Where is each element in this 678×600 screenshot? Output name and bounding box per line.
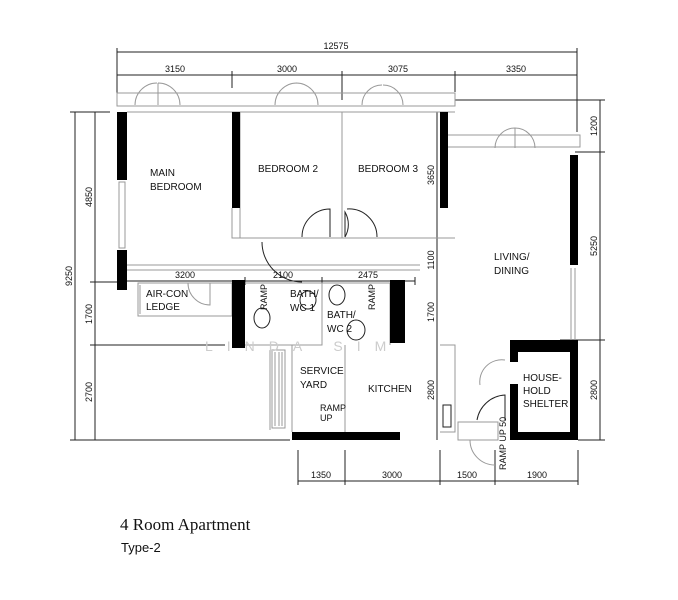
room-bedroom-2: BEDROOM 2 (258, 164, 318, 175)
dim-right: 1200 (589, 116, 599, 136)
dim-left: 2700 (84, 382, 94, 402)
room-aircon-ledge-2: LEDGE (146, 302, 180, 313)
plan-subtitle: Type-2 (121, 540, 161, 555)
dim-right: 2800 (589, 380, 599, 400)
dim-bottom: 1500 (457, 470, 477, 480)
room-aircon-ledge: AIR-CON (146, 289, 188, 300)
dim-bottom: 3000 (382, 470, 402, 480)
ramp-label-bath1: RAMP (259, 284, 269, 310)
door-swings (134, 82, 536, 466)
dim-left: 1700 (84, 304, 94, 324)
dim-left: 4850 (84, 187, 94, 207)
room-bath-1: BATH/ (290, 289, 319, 300)
room-service-yard: SERVICE (300, 366, 344, 377)
dim-top: 3350 (506, 64, 526, 74)
room-bath-1-2: WC 1 (290, 303, 315, 314)
dim-inner: 3650 (426, 165, 436, 185)
room-dining: DINING (494, 266, 529, 277)
dim-top: 3075 (388, 64, 408, 74)
room-shelter: HOUSE- (523, 373, 562, 384)
dim-middle: 3200 (175, 270, 195, 280)
room-shelter-3: SHELTER (523, 399, 568, 410)
room-bath-2-2: WC 2 (327, 324, 352, 335)
room-bath-2: BATH/ (327, 310, 356, 321)
dim-bottom: 1900 (527, 470, 547, 480)
room-main-bedroom-2: BEDROOM (150, 182, 202, 193)
room-shelter-2: HOLD (523, 386, 551, 397)
ramp-label-bath2: RAMP (367, 284, 377, 310)
dimension-lines (70, 48, 605, 485)
dim-top: 3150 (165, 64, 185, 74)
room-bedroom-3: BEDROOM 3 (358, 164, 418, 175)
ramp-label-2: UP (320, 413, 333, 423)
ramp-label: RAMP (320, 403, 346, 413)
dim-left-total: 9250 (64, 266, 74, 286)
dim-middle: 2475 (358, 270, 378, 280)
plan-title: 4 Room Apartment (120, 515, 251, 534)
dim-total-width: 12575 (323, 41, 348, 51)
dim-inner: 1700 (426, 302, 436, 322)
room-kitchen: KITCHEN (368, 384, 412, 395)
ramp-label-entrance: RAMP UP 50 (498, 417, 508, 470)
walls (116, 92, 581, 440)
sanitary-fixtures (253, 284, 452, 428)
room-main-bedroom: MAIN (150, 168, 175, 179)
room-service-yard-2: YARD (300, 380, 327, 391)
dim-top: 3000 (277, 64, 297, 74)
dim-inner: 2800 (426, 380, 436, 400)
dim-inner: 1100 (426, 250, 436, 269)
dim-right: 5250 (589, 236, 599, 256)
room-living: LIVING/ (494, 252, 530, 263)
watermark: LINDA SIM (205, 338, 400, 354)
dim-middle: 2100 (273, 270, 293, 280)
dim-bottom: 1350 (311, 470, 331, 480)
